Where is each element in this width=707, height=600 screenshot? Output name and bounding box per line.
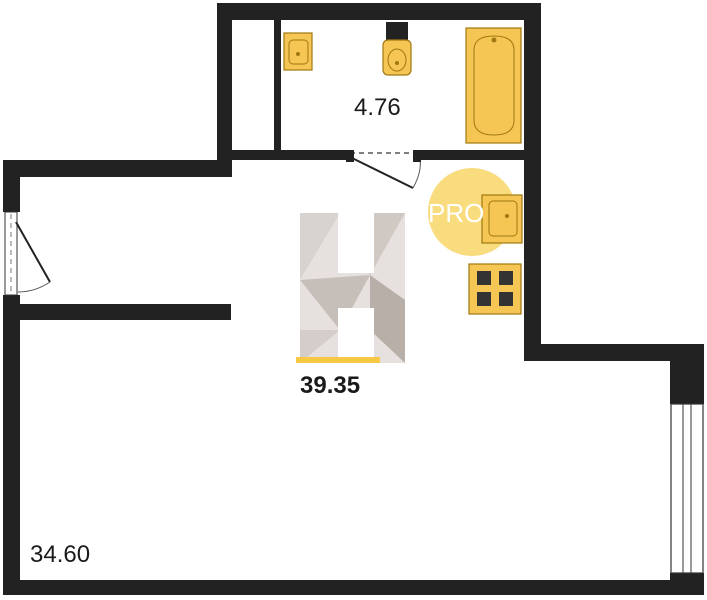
total-area-label: 39.35 — [300, 372, 360, 399]
bathroom-sink-icon — [283, 32, 313, 71]
bathroom-door — [346, 150, 421, 189]
bathtub-icon — [465, 27, 522, 144]
walls — [3, 3, 704, 595]
toilet-icon — [382, 22, 412, 76]
kitchen-sink-icon — [481, 194, 523, 244]
brand-logo-watermark — [296, 213, 405, 363]
room-area-label: 34.60 — [30, 541, 90, 568]
entrance-door — [4, 211, 51, 296]
pro-badge-label: PRO — [428, 198, 484, 228]
bathroom-area-label: 4.76 — [354, 94, 401, 121]
stove-icon — [468, 263, 522, 315]
balcony-window — [670, 403, 704, 574]
